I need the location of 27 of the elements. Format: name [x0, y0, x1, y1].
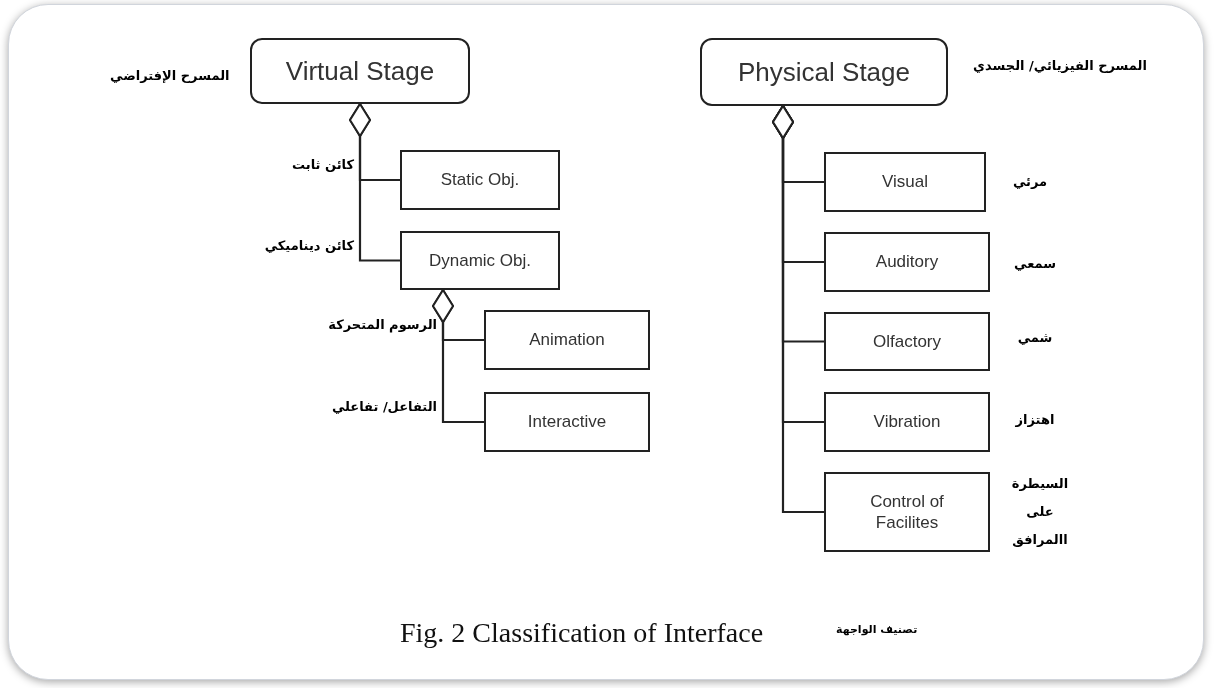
figure-caption: Fig. 2 Classification of Interface [400, 616, 764, 650]
arabic-label: السيطرة على االمرافق [1010, 475, 1070, 549]
category-box: Visual [824, 152, 986, 212]
connector-line [432, 289, 484, 424]
arabic-label: المسرح الفيزيائي/ الجسدي [972, 57, 1148, 75]
category-box: Vibration [824, 392, 990, 452]
connector-line [772, 105, 824, 514]
arabic-label: شمي [1016, 329, 1054, 347]
edge-label: التفاعل/ تفاعلي [331, 398, 437, 416]
connector-line [349, 103, 400, 262]
stage-box: Virtual Stage [250, 38, 470, 104]
edge-label: الرسوم المتحركة [328, 316, 437, 334]
arabic-label: اهتزاز [1014, 411, 1056, 429]
category-box: Animation [484, 310, 650, 370]
arabic-label: المسرح الإفتراضي [110, 67, 231, 85]
arabic-label: سمعي [1013, 255, 1057, 273]
category-box: Auditory [824, 232, 990, 292]
category-box: Static Obj. [400, 150, 560, 210]
stage-box: Physical Stage [700, 38, 948, 106]
category-box: Interactive [484, 392, 650, 452]
edge-label: كائن ديناميكي [264, 236, 354, 255]
edge-label: كائن ثابت [292, 156, 354, 174]
arabic-caption: تصنيف الواجهة [836, 622, 918, 638]
category-box: Olfactory [824, 312, 990, 371]
arabic-label: مرئي [1011, 173, 1049, 191]
category-box: Dynamic Obj. [400, 231, 560, 290]
category-box: Control of Facilites [824, 472, 990, 552]
